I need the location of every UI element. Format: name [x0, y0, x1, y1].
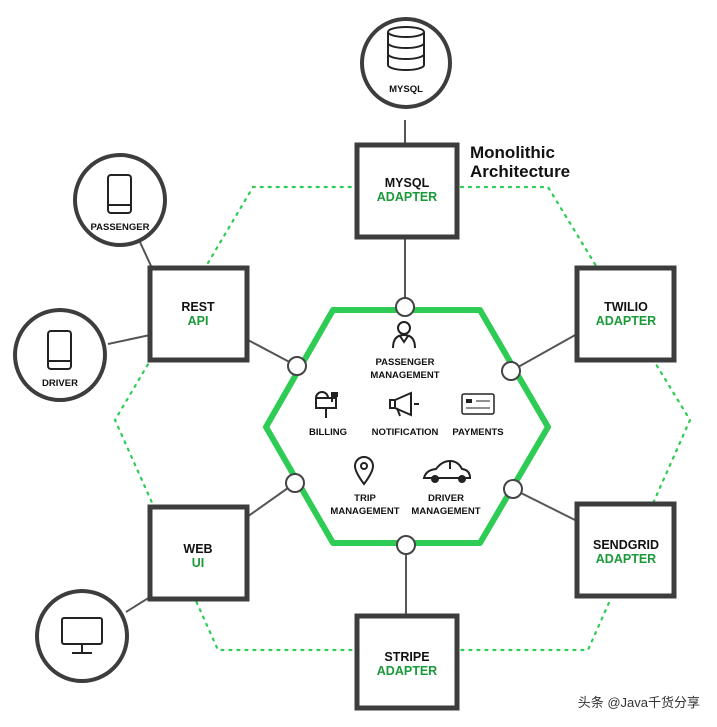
adapter-rest-line1: REST — [181, 300, 215, 314]
adapter-web-line2: UI — [192, 556, 205, 570]
location-pin-icon — [353, 456, 375, 486]
trip-mgmt-line1: TRIP — [354, 493, 376, 504]
driver-mgmt-line2: MANAGEMENT — [411, 506, 480, 517]
external-driver: DRIVER — [13, 308, 107, 402]
billing-label: BILLING — [309, 427, 347, 438]
database-icon — [387, 26, 425, 71]
adapter-rest-line2: API — [188, 314, 209, 328]
adapter-rest-api: REST API — [147, 265, 250, 363]
adapter-twilio-line1: TWILIO — [604, 300, 648, 314]
watermark: 头条 @Java千货分享 — [578, 695, 700, 710]
module-payments: PAYMENTS — [452, 393, 504, 438]
notification-label: NOTIFICATION — [372, 427, 439, 438]
external-mysql: MYSQL — [360, 17, 452, 109]
megaphone-icon — [389, 391, 419, 417]
driver-label: DRIVER — [42, 378, 78, 389]
adapter-web-line1: WEB — [183, 542, 212, 556]
adapter-mysql-line1: MYSQL — [385, 176, 430, 190]
adapter-stripe-line2: ADAPTER — [377, 664, 437, 678]
diagram-title-line2: Architecture — [470, 162, 570, 181]
payments-label: PAYMENTS — [452, 427, 503, 438]
adapter-sendgrid: SENDGRID ADAPTER — [574, 501, 677, 599]
adapter-twilio: TWILIO ADAPTER — [574, 265, 677, 363]
adapter-stripe-line1: STRIPE — [384, 650, 429, 664]
diagram-title-line1: Monolithic — [470, 143, 555, 162]
module-passenger-management: PASSENGER MANAGEMENT — [370, 321, 440, 381]
mailbox-icon — [315, 391, 338, 418]
passenger-mgmt-line2: MANAGEMENT — [370, 370, 439, 381]
module-billing: BILLING — [309, 391, 347, 438]
ports — [285, 297, 523, 555]
trip-mgmt-line2: MANAGEMENT — [330, 506, 399, 517]
driver-mgmt-line1: DRIVER — [428, 493, 464, 504]
adapter-mysql: MYSQL ADAPTER — [354, 142, 460, 240]
car-icon — [422, 459, 472, 483]
mysql-db-label: MYSQL — [389, 84, 423, 95]
external-passenger: PASSENGER — [73, 153, 167, 247]
external-browser — [35, 589, 129, 683]
adapter-twilio-line2: ADAPTER — [596, 314, 656, 328]
passenger-mgmt-line1: PASSENGER — [376, 357, 435, 368]
adapter-sendgrid-line2: ADAPTER — [596, 552, 656, 566]
phone-icon — [47, 330, 72, 370]
person-icon — [392, 321, 416, 349]
monitor-icon — [61, 617, 103, 654]
core-hexagon — [263, 307, 551, 546]
phone-icon — [107, 174, 132, 214]
adapter-mysql-line2: ADAPTER — [377, 190, 437, 204]
adapter-stripe: STRIPE ADAPTER — [354, 613, 460, 711]
module-trip-management: TRIP MANAGEMENT — [330, 456, 400, 517]
adapter-web-ui: WEB UI — [147, 504, 250, 602]
adapter-sendgrid-line1: SENDGRID — [593, 538, 659, 552]
card-icon — [461, 393, 495, 415]
passenger-label: PASSENGER — [91, 222, 150, 233]
module-notification: NOTIFICATION — [372, 391, 439, 438]
module-driver-management: DRIVER MANAGEMENT — [411, 459, 481, 517]
